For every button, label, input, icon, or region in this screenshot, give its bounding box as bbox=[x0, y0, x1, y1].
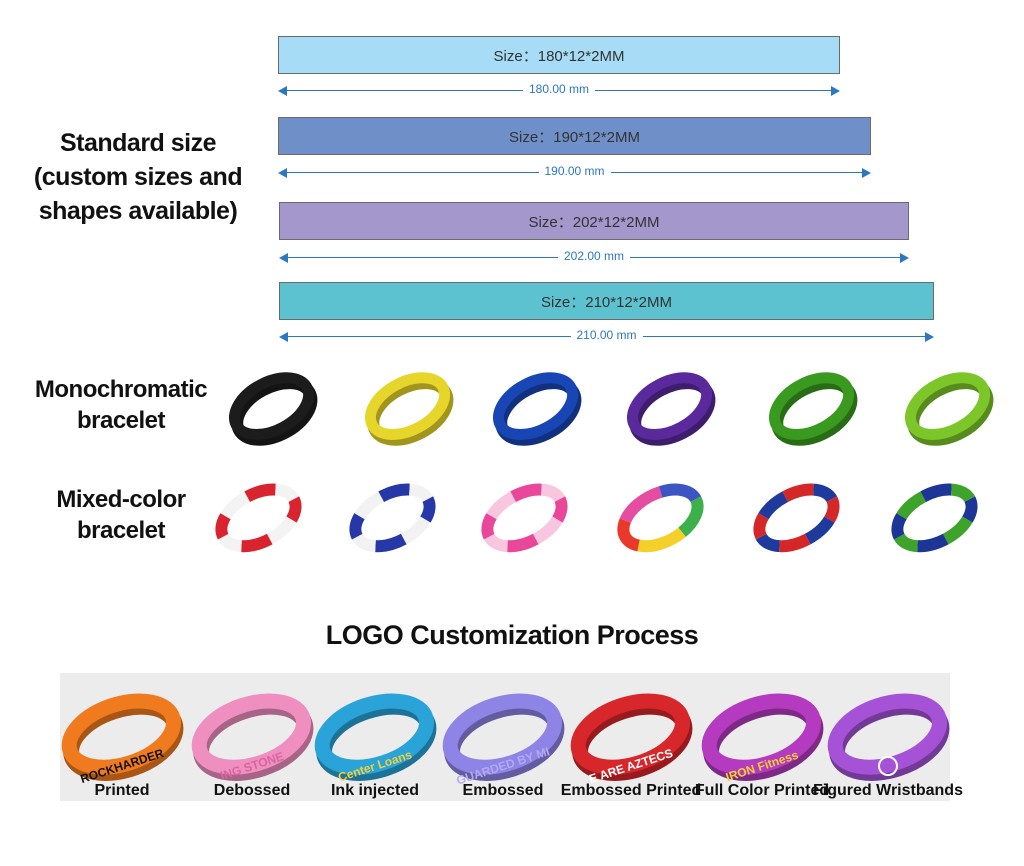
dimension-text: 210.00 mm bbox=[570, 328, 643, 342]
monochromatic-label: Monochromatic bracelet bbox=[16, 374, 226, 436]
logo-process-band: IRON Fitness bbox=[701, 693, 824, 784]
dimension-202: 202.00 mm bbox=[279, 249, 909, 265]
logo-process-label: Full Color Printed bbox=[694, 782, 830, 799]
mixed-color-band bbox=[617, 483, 704, 553]
standard-size-label-line: (custom sizes and bbox=[33, 163, 243, 191]
size-bar-label: Size：202*12*2MM bbox=[528, 213, 660, 231]
size-bar-label: Size：190*12*2MM bbox=[509, 128, 640, 146]
logo-process-label: Debossed bbox=[213, 782, 291, 799]
standard-size-label: Standard size (custom sizes and shapes a… bbox=[18, 126, 258, 228]
monochromatic-band bbox=[364, 372, 454, 446]
dimension-180: 180.00 mm bbox=[278, 82, 840, 98]
monochromatic-label-line: Monochromatic bbox=[34, 376, 208, 403]
dimension-text: 180.00 mm bbox=[522, 82, 596, 96]
mixed-color-band bbox=[753, 483, 840, 553]
logo-process-label: Ink injected bbox=[330, 782, 420, 799]
mixed-color-label: Mixed-color bracelet bbox=[16, 484, 226, 546]
size-bar-202: Size：202*12*2MM bbox=[279, 202, 909, 240]
monochromatic-band bbox=[492, 372, 582, 446]
logo-process-band: ROCKHARDER bbox=[61, 693, 184, 786]
mixed-color-label-line: bracelet bbox=[76, 517, 166, 544]
mixed-color-label-line: Mixed-color bbox=[56, 486, 186, 513]
mixed-color-band bbox=[349, 483, 436, 553]
logo-process-band: Center Loans bbox=[314, 693, 437, 785]
logo-section-title: LOGO Customization Process bbox=[325, 620, 699, 650]
logo-process-label: Printed bbox=[94, 782, 150, 799]
dimension-text: 190.00 mm bbox=[538, 164, 611, 178]
dimension-text: 202.00 mm bbox=[557, 249, 631, 263]
mixed-color-band bbox=[891, 483, 978, 553]
logo-process-label: Embossed Printed bbox=[560, 782, 702, 799]
logo-process-label: Figured Wristbands bbox=[813, 782, 963, 799]
dimension-210: 210.00 mm bbox=[279, 328, 934, 344]
size-bar-label: Size：210*12*2MM bbox=[541, 293, 672, 311]
flower-figure-icon bbox=[878, 756, 898, 776]
monochromatic-band bbox=[904, 372, 994, 446]
monochromatic-band bbox=[768, 372, 858, 446]
mixed-color-band bbox=[481, 483, 568, 553]
standard-size-label-line: Standard size bbox=[59, 129, 217, 157]
dimension-190: 190.00 mm bbox=[278, 164, 871, 180]
size-bar-180: Size：180*12*2MM bbox=[278, 36, 840, 74]
standard-size-label-line: shapes available) bbox=[38, 197, 238, 225]
monochromatic-band bbox=[228, 372, 318, 446]
monochromatic-label-line: bracelet bbox=[76, 407, 166, 434]
size-bar-190: Size：190*12*2MM bbox=[278, 117, 871, 155]
monochromatic-band bbox=[626, 372, 716, 446]
logo-process-band bbox=[827, 693, 950, 781]
logo-process-band: ING STONE bbox=[191, 693, 314, 783]
size-bar-label: Size：180*12*2MM bbox=[493, 47, 625, 65]
logo-process-band: GUARDED BY MI bbox=[442, 693, 565, 788]
mixed-color-band bbox=[215, 483, 302, 553]
logo-process-label: Embossed bbox=[462, 782, 544, 799]
size-bar-210: Size：210*12*2MM bbox=[279, 282, 934, 320]
logo-process-band: E ARE AZTECS bbox=[570, 693, 693, 786]
